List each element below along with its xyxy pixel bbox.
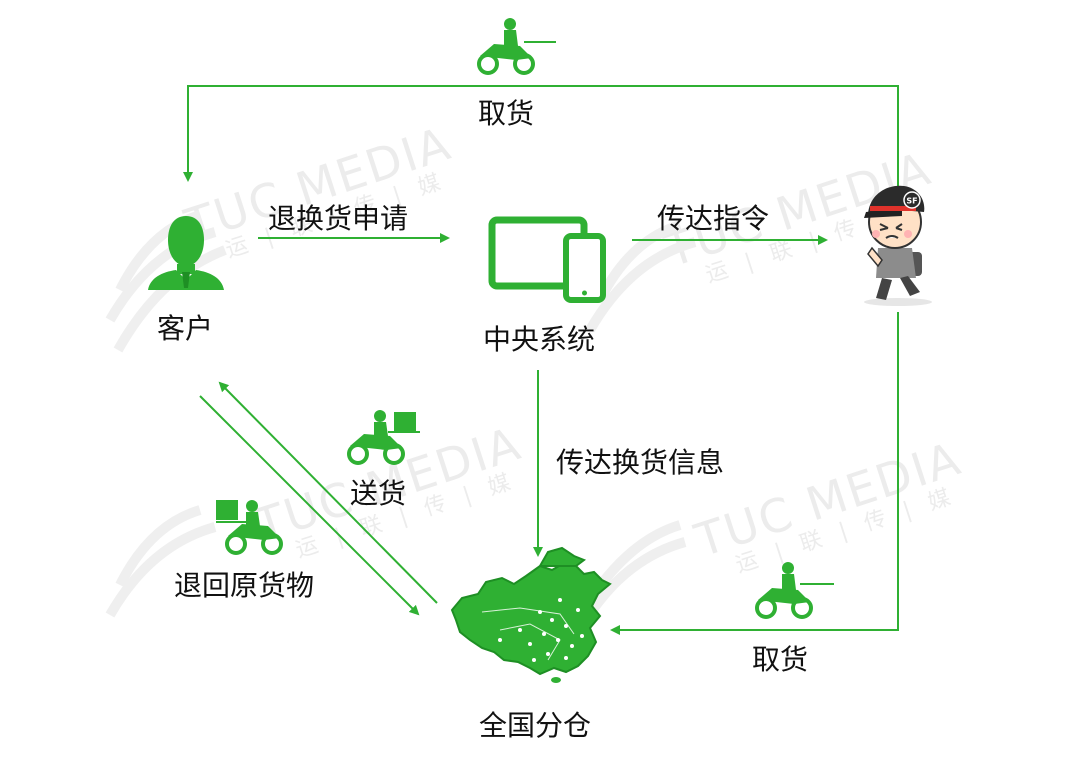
delivery-scooter-icon: [755, 562, 834, 619]
edge-deliver: [218, 381, 438, 604]
edge-label-relay-exchange-info: 传达换货信息: [556, 446, 725, 479]
delivery-scooter-icon: [477, 18, 556, 75]
person-icon: [148, 216, 224, 290]
node-label-warehouse: 全国分仓: [479, 709, 592, 742]
watermark-swoosh: [105, 210, 697, 633]
delivery-scooter-icon: [347, 410, 420, 465]
edge-label-exchange-request: 退换货申请: [268, 202, 409, 235]
devices-icon: [488, 216, 606, 303]
edge-pickup-right: [610, 312, 899, 635]
china-map-icon: [450, 546, 612, 683]
edge-label-return-goods: 退回原货物: [174, 569, 315, 602]
node-label-customer: 客户: [157, 312, 214, 345]
delivery-scooter-icon: [216, 500, 283, 555]
edge-pickup-top: [183, 85, 899, 190]
edge-label-relay-instruction: 传达指令: [657, 202, 770, 235]
courier-icon: SF: [864, 185, 932, 306]
edge-return-goods: [199, 395, 420, 616]
edge-label-pickup-right: 取货: [752, 643, 809, 676]
edge-label-pickup-top: 取货: [478, 97, 535, 130]
node-label-central-system: 中央系统: [483, 323, 596, 356]
courier-badge: SF: [906, 197, 917, 206]
edge-label-deliver: 送货: [350, 477, 407, 510]
